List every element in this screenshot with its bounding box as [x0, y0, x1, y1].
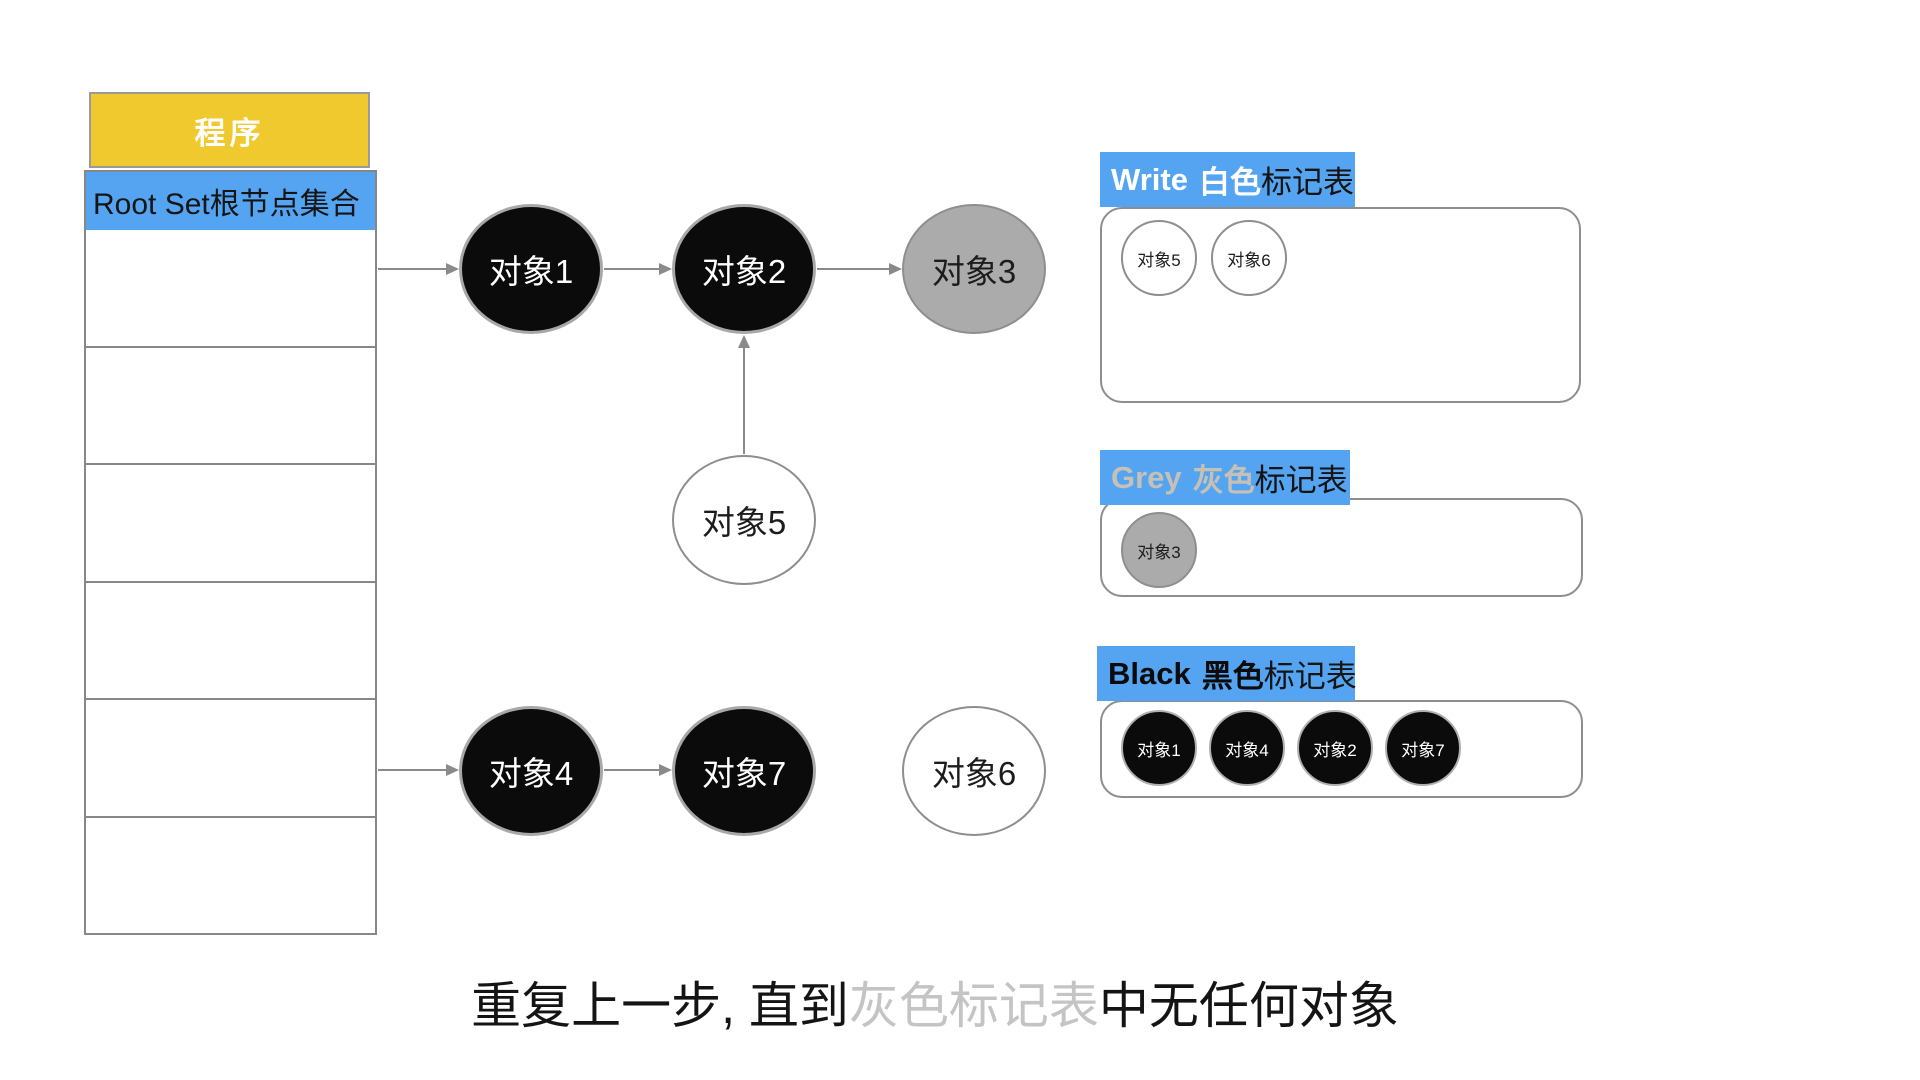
caption-highlight: 灰色标记表 — [848, 978, 1099, 1034]
black-table-item-obj1-label: 对象1 — [1137, 740, 1181, 760]
white-table-label-en: Write — [1111, 161, 1188, 197]
root-set-table: Root Set根节点集合 — [84, 170, 377, 935]
arrowhead-obj5-obj2 — [738, 335, 750, 348]
black-table-item-obj7-label: 对象7 — [1401, 740, 1445, 760]
root-set-row: Root Set根节点集合 — [86, 172, 375, 230]
node-obj3: 对象3 — [902, 204, 1046, 334]
black-table-label-color-word: 黑色 — [1201, 659, 1264, 694]
node-obj5-label: 对象5 — [701, 504, 787, 541]
grey-table-label-suffix: 标记表 — [1254, 463, 1348, 498]
node-obj6: 对象6 — [902, 706, 1046, 836]
white-table-label-suffix: 标记表 — [1260, 165, 1354, 200]
black-table-item-obj7: 对象7 — [1385, 710, 1461, 786]
node-obj6-label: 对象6 — [931, 755, 1017, 792]
grey-table-label-en: Grey — [1111, 459, 1182, 495]
black-table-item-obj4: 对象4 — [1209, 710, 1285, 786]
arrow-obj1-obj2 — [604, 268, 660, 270]
node-obj2-label: 对象2 — [701, 253, 787, 290]
black-table-item-obj1: 对象1 — [1121, 710, 1197, 786]
node-obj7-label: 对象7 — [701, 755, 787, 792]
arrowhead-rootset-obj4 — [446, 764, 459, 776]
node-obj7: 对象7 — [672, 706, 816, 836]
arrow-rootset-obj1 — [378, 268, 447, 270]
table-row — [86, 230, 375, 346]
arrow-obj4-obj7 — [604, 769, 660, 771]
black-table-label: Black 黑色 标记表 — [1097, 646, 1357, 701]
node-obj5: 对象5 — [672, 455, 816, 585]
node-obj1-label: 对象1 — [488, 253, 574, 290]
black-table-label-en: Black — [1108, 655, 1191, 691]
white-table-label-color-word: 白色 — [1198, 165, 1261, 200]
node-obj1: 对象1 — [459, 204, 603, 334]
node-obj4: 对象4 — [459, 706, 603, 836]
arrow-obj2-obj3 — [817, 268, 890, 270]
black-table-item-obj2: 对象2 — [1297, 710, 1373, 786]
white-table-item-obj6-label: 对象6 — [1227, 250, 1271, 270]
caption-part2: 中无任何对象 — [1098, 978, 1399, 1034]
program-header-label: 程序 — [194, 115, 265, 151]
arrow-rootset-obj4 — [378, 769, 447, 771]
table-row — [86, 580, 375, 698]
grey-table-label-color-word: 灰色 — [1192, 463, 1255, 498]
table-row — [86, 815, 375, 933]
arrowhead-obj1-obj2 — [659, 263, 672, 275]
white-table-label: Write 白色 标记表 — [1100, 152, 1355, 207]
white-table-item-obj5: 对象5 — [1121, 220, 1197, 296]
node-obj3-label: 对象3 — [931, 253, 1017, 290]
grey-table-label: Grey 灰色 标记表 — [1100, 450, 1350, 505]
arrow-obj5-obj2 — [743, 347, 745, 454]
black-table-item-obj4-label: 对象4 — [1225, 740, 1269, 760]
grey-table-item-obj3-label: 对象3 — [1137, 542, 1181, 562]
white-table-item-obj5-label: 对象5 — [1137, 250, 1181, 270]
table-row — [86, 698, 375, 816]
arrowhead-obj2-obj3 — [889, 263, 902, 275]
black-table-label-suffix: 标记表 — [1263, 659, 1357, 694]
node-obj4-label: 对象4 — [488, 755, 574, 792]
arrowhead-obj4-obj7 — [659, 764, 672, 776]
black-table-item-obj2-label: 对象2 — [1313, 740, 1357, 760]
grey-table-item-obj3: 对象3 — [1121, 512, 1197, 588]
arrowhead-rootset-obj1 — [446, 263, 459, 275]
caption: 重复上一步, 直到灰色标记表中无任何对象 — [400, 966, 1470, 1038]
white-table-item-obj6: 对象6 — [1211, 220, 1287, 296]
node-obj2: 对象2 — [672, 204, 816, 334]
table-row — [86, 463, 375, 581]
caption-part1: 重复上一步, 直到 — [471, 978, 849, 1034]
root-set-label: Root Set根节点集合 — [93, 188, 360, 221]
table-row — [86, 345, 375, 463]
program-header: 程序 — [89, 92, 370, 168]
